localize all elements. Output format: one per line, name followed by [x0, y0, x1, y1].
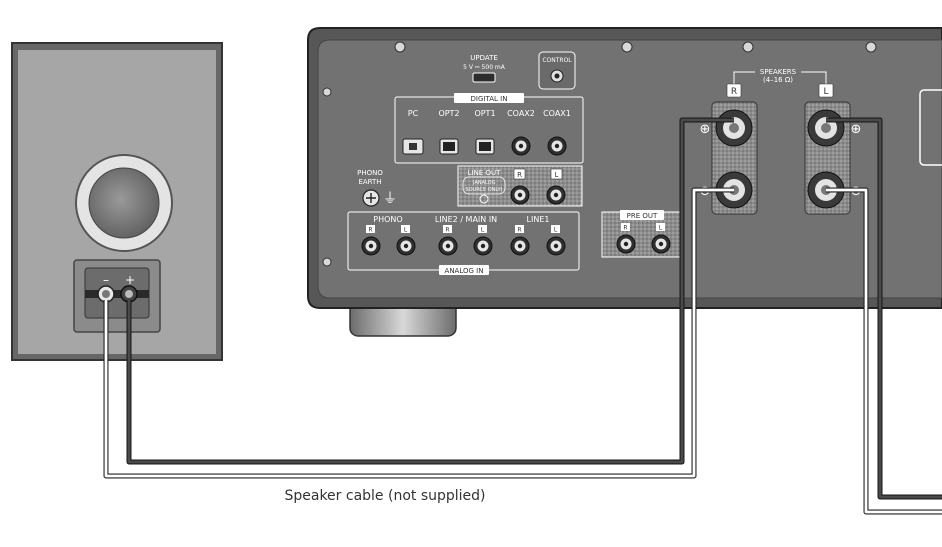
- line2-r-label: R: [445, 227, 449, 234]
- analog-in-tag: [439, 265, 489, 275]
- line-out-note-outline: [462, 176, 506, 195]
- line1-r-label: R: [517, 227, 521, 234]
- control-jack-hole: [554, 73, 560, 79]
- digital-input-label-coax1: COAX1: [543, 109, 571, 118]
- update-spec: 5 V ⎓ 500 mA: [463, 64, 506, 71]
- line1-l-label: L: [554, 227, 558, 234]
- digital-in-tag: [454, 93, 524, 103]
- speakers-impedance: (4–16 Ω): [763, 76, 793, 84]
- digital-in-label: DIGITAL IN: [471, 95, 508, 103]
- line-out-r-jack[interactable]: [510, 185, 530, 205]
- speaker-r-plus-icon: ⊕: [700, 122, 711, 137]
- coax2-jack[interactable]: [511, 136, 531, 156]
- line1-r-jack[interactable]: [510, 236, 530, 256]
- phono-r-label: R: [368, 227, 372, 234]
- update-label: UPDATE: [470, 54, 498, 62]
- line-out-r-label: R: [517, 171, 522, 179]
- speaker-l-plus-terminal[interactable]: [807, 109, 845, 147]
- cable-dark: [127, 118, 734, 464]
- phono-l-jack[interactable]: [396, 236, 416, 256]
- channel-tag: [401, 225, 410, 233]
- line-out-label: LINE OUT: [468, 169, 501, 177]
- amplifier-rear-panel: [317, 39, 942, 299]
- pre-out-l-label: L: [659, 225, 663, 232]
- speaker-l-tag: [818, 83, 834, 98]
- channel-tag: [551, 225, 560, 233]
- screw-icon: [621, 41, 633, 53]
- line-out-l-tag: [550, 168, 563, 180]
- amplifier: UPDATE 5 V ⎓ 500 mA CONTROL DIGITAL IN P…: [307, 27, 942, 337]
- screw-icon: [322, 87, 332, 97]
- pre-out-l-jack[interactable]: [651, 234, 671, 254]
- line2-l-jack[interactable]: [473, 236, 493, 256]
- line-out-r-tag: [513, 168, 526, 180]
- phono-earth-screw-slot: [366, 193, 376, 203]
- pre-out-tag: [620, 210, 664, 220]
- channel-tag: [366, 225, 375, 233]
- channel-tag: [478, 225, 487, 233]
- line2-l-label: L: [481, 227, 485, 234]
- digital-input-label-pc: PC: [408, 109, 419, 118]
- phono-r-jack[interactable]: [361, 236, 381, 256]
- phono-l-label: L: [404, 227, 408, 234]
- phono-earth-label-line1: PHONO: [357, 169, 383, 177]
- usb-update-port[interactable]: [472, 72, 496, 83]
- cable-caption: Speaker cable (not supplied): [284, 488, 485, 504]
- speaker-r-tag: [726, 83, 742, 98]
- line-out-l-jack[interactable]: [546, 185, 566, 205]
- control-label: CONTROL: [542, 57, 572, 64]
- woofer-cone: [88, 167, 160, 239]
- speaker-r-plus-terminal[interactable]: [715, 109, 753, 147]
- channel-tag: [443, 225, 452, 233]
- channel-tag: [656, 223, 665, 231]
- cable-right-dark: [826, 118, 942, 499]
- speaker-minus-label: –: [103, 273, 109, 287]
- speakers-bracket: [733, 71, 827, 84]
- ground-icon: ⏚: [383, 191, 397, 207]
- line-out-indicator-icon: [479, 194, 489, 204]
- speaker-cables: [103, 117, 942, 515]
- speaker-minus-terminal-hole: [102, 290, 110, 298]
- line1-l-jack[interactable]: [546, 236, 566, 256]
- pre-out-r-jack[interactable]: [616, 234, 636, 254]
- speaker: – +: [11, 42, 223, 361]
- screw-icon: [742, 41, 754, 53]
- cable-white: [104, 188, 734, 478]
- digital-input-label-coax2: COAX2: [507, 109, 535, 118]
- channel-tag: [515, 225, 524, 233]
- channel-tag: [621, 223, 630, 231]
- phono-earth-label-line2: EARTH: [358, 178, 381, 186]
- analog-in-label: ANALOG IN: [445, 267, 484, 275]
- terminal-bar: [85, 290, 149, 298]
- analog-group-line2: LINE2 / MAIN IN: [435, 215, 497, 224]
- line-out-note-line2: SOURCE ONLY): [465, 187, 502, 193]
- speakers-label: SPEAKERS: [760, 68, 797, 76]
- coax1-jack[interactable]: [547, 136, 567, 156]
- screw-icon: [394, 41, 406, 53]
- analog-channel-tags: R L R L R L: [366, 225, 560, 234]
- rear-window-outline: [919, 89, 942, 166]
- digital-input-label-opt1: OPT1: [474, 109, 495, 118]
- speaker-plus-terminal-hole: [125, 290, 133, 298]
- speaker-plus-label: +: [125, 273, 135, 287]
- screw-icon: [865, 41, 877, 53]
- cable-right-white: [826, 188, 942, 514]
- line-out-note-line1: (ANALOG: [473, 180, 496, 186]
- digital-input-label-opt2: OPT2: [438, 109, 459, 118]
- usb-b-port-opening: [409, 143, 417, 150]
- speaker-l-label: L: [823, 87, 828, 97]
- analog-group-phono: PHONO: [373, 215, 402, 224]
- speaker-r-label: R: [731, 87, 737, 97]
- pre-out-label: PRE OUT: [627, 212, 658, 220]
- speaker-l-plus-icon: ⊕: [851, 122, 862, 137]
- panel-screws: [322, 41, 877, 267]
- screw-icon: [322, 257, 332, 267]
- pre-out-r-label: R: [623, 225, 627, 232]
- optical-port-opt1-opening: [479, 142, 491, 151]
- line2-r-jack[interactable]: [438, 236, 458, 256]
- analog-group-line1: LINE1: [527, 215, 550, 224]
- line-out-l-label: L: [555, 171, 559, 179]
- optical-port-opt2-opening: [443, 142, 455, 151]
